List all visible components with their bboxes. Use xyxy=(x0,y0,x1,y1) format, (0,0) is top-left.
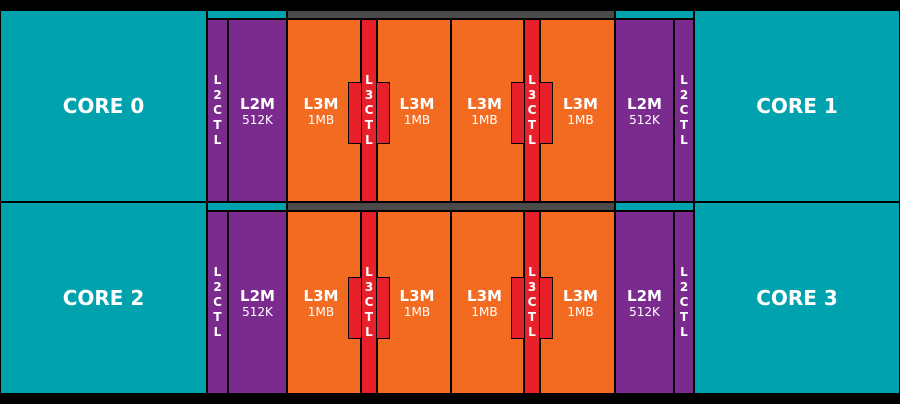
l2ctl-core-0: L2CTL xyxy=(207,19,228,202)
l2m-core-2: L2M 512K xyxy=(228,211,287,394)
bottom-teal-strip-right xyxy=(615,202,694,211)
l3m-bottom-2-size: 1MB xyxy=(471,304,498,319)
l3ctl-top-0: L3CTL xyxy=(361,19,377,202)
l2ctl-core-2-label: L2CTL xyxy=(210,265,225,340)
l3m-top-0-size: 1MB xyxy=(307,112,335,127)
l3ctl-top-1-label: L3CTL xyxy=(525,73,539,148)
l2ctl-core-1-label: L2CTL xyxy=(677,73,691,148)
l2m-core-1-name: L2M xyxy=(627,94,662,113)
l2m-core-2-name: L2M xyxy=(240,286,275,305)
l3m-top-1-name: L3M xyxy=(399,94,435,113)
l2m-core-2-size: 512K xyxy=(242,304,273,319)
l3ctl-bottom-1: L3CTL xyxy=(524,211,540,394)
l3m-top-3-size: 1MB xyxy=(567,112,594,127)
l3m-top-0-name: L3M xyxy=(303,94,339,113)
l3m-bottom-3-name: L3M xyxy=(563,286,598,305)
l3ctl-top-0-label: L3CTL xyxy=(362,73,376,148)
l2m-core-0: L2M 512K xyxy=(228,19,287,202)
l2m-core-0-name: L2M xyxy=(240,94,275,113)
l3m-top-3-name: L3M xyxy=(563,94,598,113)
l2m-core-1-size: 512K xyxy=(629,112,660,127)
l3m-bottom-0-name: L3M xyxy=(303,286,339,305)
bottom-teal-strip-left xyxy=(207,202,287,211)
core-0-label: CORE 0 xyxy=(62,94,145,118)
l2m-core-3: L2M 512K xyxy=(615,211,674,394)
l3ctl-bottom-0: L3CTL xyxy=(361,211,377,394)
l2ctl-core-0-label: L2CTL xyxy=(210,73,225,148)
core-3-label: CORE 3 xyxy=(756,286,838,310)
l2m-core-3-name: L2M xyxy=(627,286,662,305)
l3m-top-2-name: L3M xyxy=(467,94,502,113)
l3ctl-bottom-1-label: L3CTL xyxy=(525,265,539,340)
top-teal-strip-left xyxy=(207,10,287,19)
l3m-top-2-size: 1MB xyxy=(471,112,498,127)
l3ctl-bottom-0-label: L3CTL xyxy=(362,265,376,340)
l2m-core-1: L2M 512K xyxy=(615,19,674,202)
l2ctl-core-2: L2CTL xyxy=(207,211,228,394)
l2ctl-core-3: L2CTL xyxy=(674,211,694,394)
l3m-top-1: L3M 1MB xyxy=(377,19,451,202)
l2ctl-core-1: L2CTL xyxy=(674,19,694,202)
top-teal-strip-right xyxy=(615,10,694,19)
l2m-core-3-size: 512K xyxy=(629,304,660,319)
l3m-bottom-2-name: L3M xyxy=(467,286,502,305)
l3m-bottom-3-size: 1MB xyxy=(567,304,594,319)
top-gray-bar xyxy=(287,10,615,19)
core-3-block: CORE 3 xyxy=(694,202,900,394)
l3m-bottom-1-name: L3M xyxy=(399,286,435,305)
l3m-top-1-size: 1MB xyxy=(403,112,431,127)
core-2-label: CORE 2 xyxy=(62,286,145,310)
bottom-gray-bar xyxy=(287,202,615,211)
l2m-core-0-size: 512K xyxy=(242,112,273,127)
l3m-bottom-1-size: 1MB xyxy=(403,304,431,319)
core-1-label: CORE 1 xyxy=(756,94,838,118)
l3m-bottom-0-size: 1MB xyxy=(307,304,335,319)
core-2-block: CORE 2 xyxy=(0,202,207,394)
core-0-block: CORE 0 xyxy=(0,10,207,202)
l3ctl-top-1: L3CTL xyxy=(524,19,540,202)
core-1-block: CORE 1 xyxy=(694,10,900,202)
l2ctl-core-3-label: L2CTL xyxy=(677,265,691,340)
